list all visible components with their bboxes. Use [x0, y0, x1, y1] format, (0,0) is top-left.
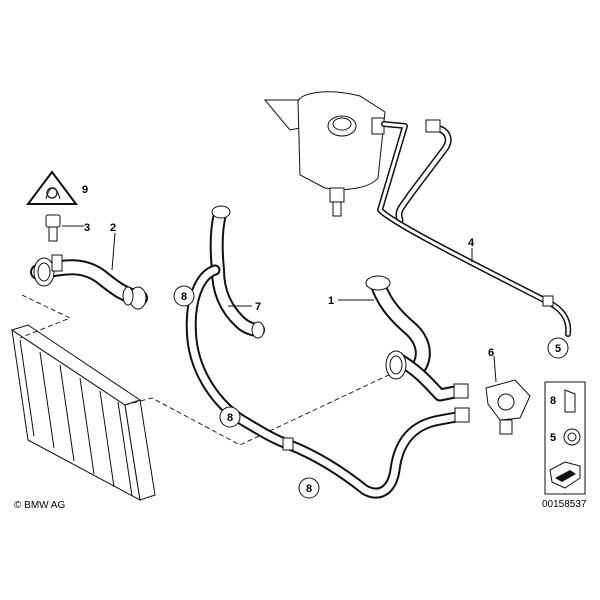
warning-label-icon [26, 170, 78, 205]
svg-text:5: 5 [555, 343, 561, 355]
part-number-2: 2 [110, 222, 116, 234]
temperature-sensor [45, 214, 61, 242]
radiator [10, 324, 156, 501]
part-number-3: 3 [84, 222, 90, 234]
part-number-1: 1 [328, 295, 334, 307]
part-number-4: 4 [468, 237, 475, 249]
circled-label-8-a: 8 [173, 285, 195, 307]
svg-text:8: 8 [181, 291, 187, 303]
part-number-7: 7 [255, 301, 261, 313]
hose-7 [209, 205, 265, 339]
leader-lines [62, 225, 497, 383]
bracket-6 [485, 379, 531, 435]
copyright-text: © BMW AG [14, 500, 65, 511]
connection-lines [19, 294, 396, 446]
svg-text:8: 8 [227, 412, 233, 424]
legend-number-8: 8 [550, 395, 556, 407]
legend-clips [544, 381, 586, 495]
circled-label-8-c: 8 [298, 477, 320, 499]
diagram-code: 00158537 [542, 499, 587, 510]
legend-number-5: 5 [550, 432, 556, 444]
expansion-tank [263, 91, 386, 217]
hose-8-long [185, 264, 470, 499]
circled-label-5: 5 [547, 337, 569, 359]
part-number-6: 6 [488, 347, 494, 359]
svg-text:8: 8 [306, 483, 312, 495]
part-number-9: 9 [82, 184, 88, 196]
hose-1 [365, 275, 469, 402]
hose-2 [30, 254, 148, 310]
circled-label-8-b: 8 [219, 406, 241, 428]
vent-hose-4 [377, 119, 572, 337]
